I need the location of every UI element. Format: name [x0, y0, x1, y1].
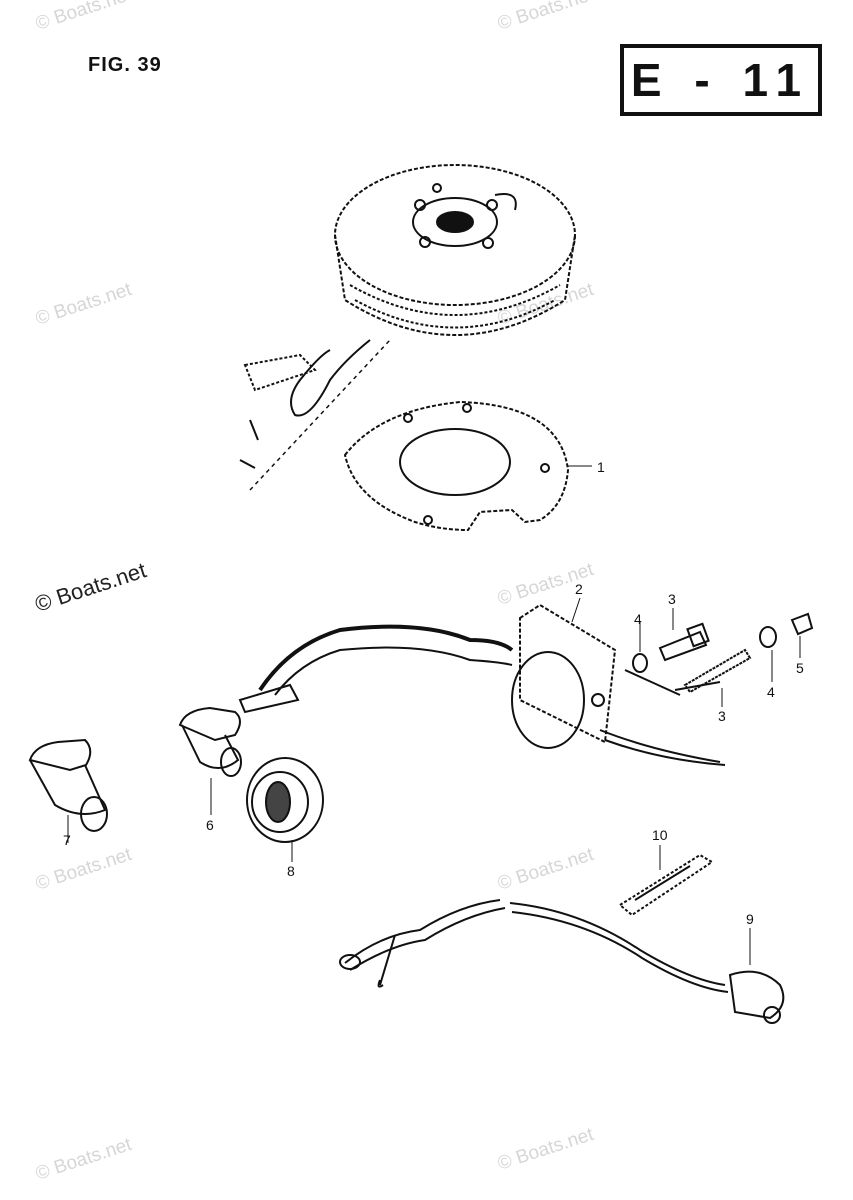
- callout-6: 6: [206, 817, 214, 833]
- ignition-coil-part-2: [238, 597, 726, 766]
- section-code: E - 11: [630, 54, 812, 106]
- watermarks: © Boats.net © Boats.net © Boats.net © Bo…: [32, 0, 597, 1185]
- watermark: © Boats.net: [495, 279, 597, 330]
- watermark: © Boats.net: [495, 0, 597, 35]
- callout-3-upper: 3: [668, 591, 676, 607]
- switch-part-9: [339, 899, 785, 1024]
- figure-label: FIG. 39: [88, 54, 162, 76]
- plug-cap-part-7: [28, 738, 108, 843]
- callout-2: 2: [575, 581, 583, 597]
- callout-labels: 1 2 3 4 3 4 5 6 7 8 9 10: [63, 459, 804, 927]
- plug-cap-part-6: [178, 706, 242, 815]
- callout-4-lower: 4: [767, 684, 775, 700]
- callout-5: 5: [796, 660, 804, 676]
- callout-4-upper: 4: [634, 611, 642, 627]
- callout-1: 1: [597, 459, 605, 475]
- watermark: © Boats.net: [32, 557, 149, 616]
- section-code-box: E - 11: [620, 44, 822, 116]
- callout-3-lower: 3: [718, 708, 726, 724]
- watermark: © Boats.net: [33, 844, 135, 895]
- callout-7: 7: [63, 832, 71, 848]
- watermark: © Boats.net: [495, 844, 597, 895]
- flywheel-lead-wire: [239, 339, 391, 491]
- watermark: © Boats.net: [33, 1134, 135, 1185]
- base-plate-part-1: [343, 400, 592, 532]
- callout-10: 10: [652, 827, 668, 843]
- grommet-part-8: [246, 757, 324, 862]
- watermark: © Boats.net: [495, 1124, 597, 1175]
- watermark: © Boats.net: [33, 279, 135, 330]
- strap-part-10: [618, 845, 714, 917]
- fasteners-parts-3-4-5: [632, 608, 814, 707]
- callout-9: 9: [746, 911, 754, 927]
- watermark: © Boats.net: [33, 0, 135, 35]
- flywheel-rotor: [334, 164, 576, 336]
- callout-8: 8: [287, 863, 295, 879]
